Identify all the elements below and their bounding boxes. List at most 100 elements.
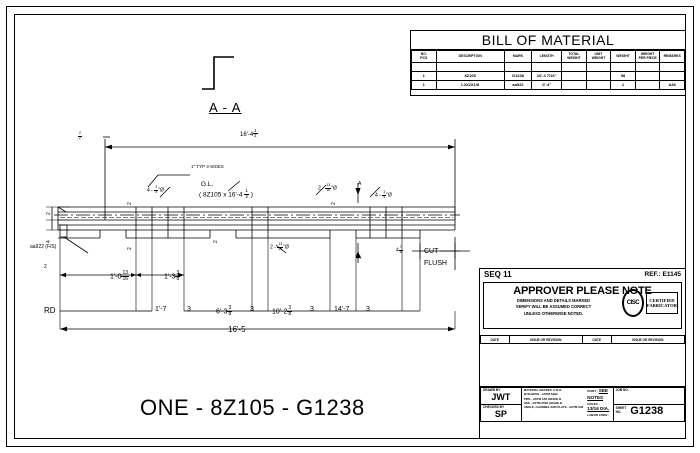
clip-angle-label: aa922 (F/S) <box>30 244 57 250</box>
job-no-label: JOB NO. <box>615 388 629 392</box>
drawn-by-row: DRAWN BY JWT MATERIAL GRADES, U.N.O. W-S… <box>480 387 686 422</box>
bom-title: BILL OF MATERIAL <box>411 31 685 50</box>
material-line: HSS - ASTM A500 GRADE B <box>523 401 563 406</box>
drawn-by-cell: DRAWN BY JWT <box>480 387 522 405</box>
checked-by-value: SP <box>494 409 507 419</box>
material-line: PIPE - ASTM A53 GRADE B <box>523 396 562 401</box>
bom-cell-remarks <box>659 62 685 72</box>
material-grades-block: MATERIAL GRADES, U.N.O. W-SHAPES - ASTM … <box>524 388 583 418</box>
main-elevation-view <box>46 136 470 332</box>
bom-cell-total-weight <box>561 62 587 72</box>
material-line: MATERIAL GRADES, U.N.O. <box>523 388 563 392</box>
bom-header-mark: MARK <box>503 50 533 63</box>
bom-cell-length <box>531 62 563 72</box>
sheet-outer-border <box>6 6 694 447</box>
bom-cell-description <box>435 62 505 72</box>
left-small-dim: 2 <box>44 264 47 270</box>
paint-row: PAINT : SEE NOTES <box>587 388 608 400</box>
material-line: ANGLE, CHANNEL AND PLATE - ASTM A36 <box>523 405 584 410</box>
inner-dim-top: 2 <box>127 202 133 205</box>
drawn-by-label: DRAWN BY <box>483 388 501 392</box>
bom-row <box>411 62 685 72</box>
bom-cell-unit-weight <box>585 80 612 90</box>
approver-note-box: APPROVER PLEASE NOTE DIMENSIONS AND DETA… <box>483 282 682 329</box>
bom-cell-weight: 1 <box>610 80 636 90</box>
dim-lower-1: 1'-7 <box>155 306 167 313</box>
revision-header-row: DATE ISSUE OR REVISION DATE ISSUE OR REV… <box>480 335 686 344</box>
dim-lower-8: 3 <box>366 306 370 313</box>
bom-cell-remarks <box>659 71 685 81</box>
cut-flush-line1: CUT <box>424 248 439 255</box>
approver-note-line: VERIFY WILL BE ASSUMED CORRECT <box>515 304 592 310</box>
bom-cell-total-weight <box>561 80 587 90</box>
overall-bottom-dimension: 16'-5 <box>228 325 246 334</box>
weld-typ-note: 1" TYP 3-SIDES <box>191 164 224 169</box>
revision-header-issue: ISSUE OR REVISION <box>508 335 583 344</box>
inner-dim-mid: 2 <box>213 240 219 243</box>
bom-cell-total-weight <box>561 71 587 81</box>
dim-lower-2: 3 <box>187 306 191 313</box>
material-line: W-SHAPES - ASTM A992 <box>523 392 558 397</box>
sheet-inner-border <box>14 14 686 439</box>
bom-cell-description: 8Z105 <box>435 71 505 81</box>
bom-cell-weight-per-piece <box>634 71 661 81</box>
bom-cell-pcs: 1 <box>411 80 437 90</box>
section-mark-a-top: A <box>358 181 362 187</box>
bill-of-material-table: BILL OF MATERIAL NO.PCS DESCRIPTION MARK… <box>410 30 686 96</box>
revision-header-date: DATE <box>480 335 510 344</box>
approver-note-heading: APPROVER PLEASE NOTE <box>513 285 652 297</box>
bom-header-weight: WEIGHT <box>610 50 636 63</box>
material-notes-cell: MATERIAL GRADES, U.N.O. W-SHAPES - ASTM … <box>520 387 614 422</box>
section-mark-a-bottom: A <box>358 255 362 261</box>
section-aa-profile <box>202 56 234 90</box>
bom-header-description: DESCRIPTION <box>435 50 505 63</box>
bom-row: 1 L2X2X1/8 aa922 0'-4" 1 A36 <box>411 80 685 90</box>
bom-cell-unit-weight <box>585 62 612 72</box>
revision-header-date: DATE <box>581 335 612 344</box>
bom-cell-mark: aa922 <box>503 80 533 90</box>
bom-cell-unit-weight <box>585 71 612 81</box>
section-aa-label: A - A <box>209 100 242 115</box>
page-title: ONE - 8Z105 - G1238 <box>140 395 365 420</box>
left-web-dim: 4 <box>46 240 52 243</box>
ref-label: REF.: E1145 <box>644 271 682 278</box>
bom-cell-description: L2X2X1/8 <box>435 80 505 90</box>
bom-cell-weight-per-piece <box>634 80 661 90</box>
job-no-cell: JOB NO. <box>612 387 686 405</box>
bom-cell-weight-per-piece <box>634 62 661 72</box>
title-block: SEQ 11 REF.: E1145 APPROVER PLEASE NOTE … <box>479 268 686 439</box>
gl-label: G.L. <box>201 181 214 188</box>
checked-by-cell: CHECKED BY SP <box>480 404 522 422</box>
labor-row: LABOR CODE : <box>587 413 610 418</box>
holes-row: HOLES : 13/16 DIA. <box>587 401 610 412</box>
checked-by-label: CHECKED BY <box>483 405 505 409</box>
inner-dim-right-top: 2 <box>331 202 337 205</box>
cisc-seal-icon: CISC <box>622 289 644 317</box>
seq-row: SEQ 11 REF.: E1145 <box>480 269 685 282</box>
revision-header: DATE ISSUE OR REVISION DATE ISSUE OR REV… <box>480 335 686 344</box>
dim-lower-4: 3 <box>250 306 254 313</box>
bom-header-remarks: REMARKS <box>659 50 685 63</box>
cut-flush-line2: FLUSH <box>424 260 447 267</box>
approver-note-line: DIMENSIONS AND DETAILS MARKED <box>516 298 591 303</box>
approver-note-body: DIMENSIONS AND DETAILS MARKED VERIFY WIL… <box>484 298 681 317</box>
bom-cell-mark: G1238 <box>503 71 533 81</box>
inner-dim-bottom: 2 <box>127 247 133 250</box>
bom-cell-weight: 98 <box>610 71 636 81</box>
bom-cell-remarks: A36 <box>659 80 685 90</box>
